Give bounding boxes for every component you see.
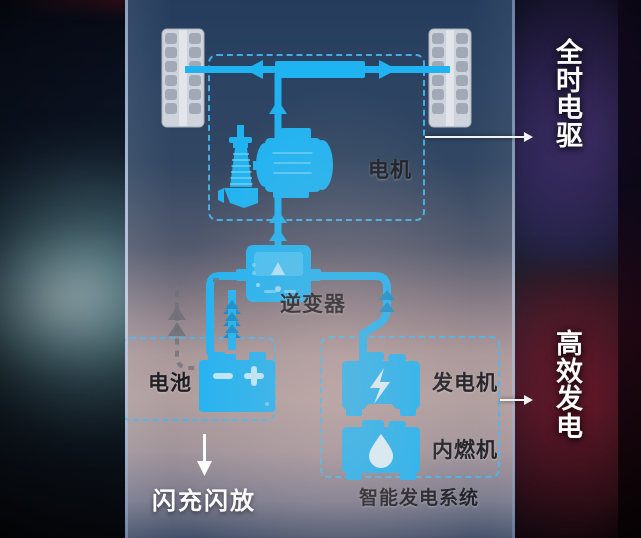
callout-bottom-char-3: 电 — [556, 411, 584, 442]
generator — [342, 352, 420, 416]
callout-efficient-power-generation: 高 效 发 电 — [553, 329, 587, 442]
drive-shaft-lower — [269, 196, 287, 246]
motor-label: 电机 — [368, 159, 412, 182]
flash-charge-label: 闪充闪放 — [152, 488, 256, 515]
battery-riser-cable — [225, 290, 239, 350]
callout-bottom-char-0: 高 — [556, 329, 584, 359]
powertrain-diagram-panel: 电机 逆变器 电池 发电机 内燃机 智能发电系统 闪充闪放 — [125, 0, 515, 538]
battery-pack — [199, 352, 275, 412]
flash-charge-arrow — [197, 434, 212, 476]
battery-label: 电池 — [148, 372, 192, 395]
regen-dashed-path — [168, 278, 221, 370]
front-wheel-right — [428, 28, 472, 128]
internal-combustion-engine — [342, 420, 420, 480]
front-wheel-left — [161, 28, 205, 128]
electric-motor — [253, 128, 333, 198]
drive-axle — [185, 60, 450, 79]
callout-top-char-1: 时 — [556, 65, 584, 96]
callout-top-char-2: 电 — [556, 93, 584, 124]
callout-line-bottom — [500, 399, 524, 401]
callout-line-top — [425, 136, 524, 138]
inverter-generator-cable — [311, 272, 395, 364]
callout-arrowhead-top — [524, 132, 533, 142]
drive-shaft-upper — [269, 74, 287, 138]
callout-top-char-3: 驱 — [556, 120, 584, 151]
callout-bottom-char-1: 效 — [556, 356, 584, 387]
callout-top-char-0: 全 — [556, 38, 584, 68]
reduction-gearbox — [218, 125, 258, 208]
callout-bottom-char-2: 发 — [556, 384, 584, 415]
engine-label: 内燃机 — [432, 439, 498, 462]
callout-arrowhead-bottom — [524, 395, 533, 405]
panel-right-edge — [512, 0, 515, 538]
inverter-label: 逆变器 — [280, 293, 346, 316]
callout-full-time-electric-drive: 全 时 电 驱 — [553, 38, 587, 151]
inverter — [236, 245, 321, 302]
panel-left-edge — [125, 0, 128, 538]
generator-label: 发电机 — [432, 372, 498, 395]
drive-zone-box — [208, 54, 425, 221]
genset-system-label: 智能发电系统 — [359, 488, 480, 509]
